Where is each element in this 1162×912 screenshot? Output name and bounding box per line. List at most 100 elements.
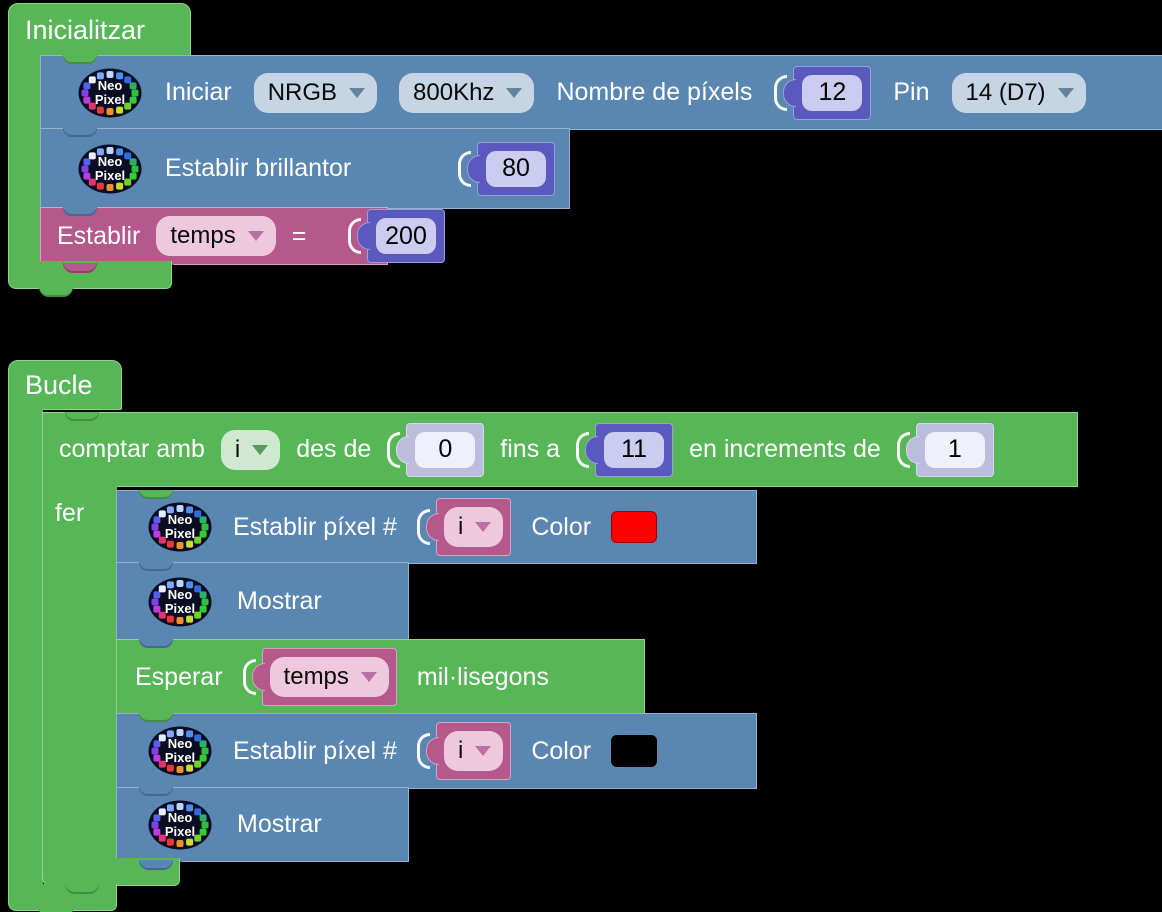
input-socket xyxy=(896,431,910,468)
equals-label: = xyxy=(291,221,307,250)
notch-cut xyxy=(139,787,173,796)
dropdown-variable-temps-wait-value: temps xyxy=(283,663,349,690)
block-inicialitzar-header[interactable]: Inicialitzar xyxy=(8,3,191,57)
block-esperar[interactable]: Esperar temps mil·lisegons xyxy=(116,639,645,715)
brightness-input: 80 xyxy=(458,141,555,196)
dropdown-variable-temps[interactable]: temps xyxy=(156,216,276,256)
block-bucle-header[interactable]: Bucle xyxy=(8,360,122,410)
variable-block-i[interactable]: i xyxy=(425,722,512,780)
input-socket xyxy=(458,150,471,187)
variable-block-temps[interactable]: temps xyxy=(251,648,397,706)
block-mostrar-1[interactable]: Neo Pixel Mostrar xyxy=(116,562,409,641)
mostrar-label: Mostrar xyxy=(237,810,322,838)
next-connector-bump xyxy=(39,287,73,297)
to-field[interactable]: 11 xyxy=(604,431,665,468)
svg-text:Neo: Neo xyxy=(98,78,123,93)
notch-cut xyxy=(139,490,173,499)
color-swatch-black[interactable] xyxy=(611,735,658,767)
dropdown-frequency[interactable]: 800Khz xyxy=(399,72,535,113)
svg-text:Neo: Neo xyxy=(98,154,123,169)
dropdown-variable-i[interactable]: i xyxy=(443,507,504,547)
input-socket xyxy=(774,74,788,111)
svg-text:Pixel: Pixel xyxy=(165,526,195,541)
chevron-down-icon xyxy=(475,746,492,756)
dropdown-pixel-type-value: NRGB xyxy=(267,78,338,106)
shadow-value-from[interactable]: 0 xyxy=(396,422,485,477)
tab-label-inicialitzar: Inicialitzar xyxy=(25,14,146,45)
esperar-label: Esperar xyxy=(135,662,223,691)
bucle-bottom-bar xyxy=(8,884,117,912)
neopixel-icon: Neo Pixel xyxy=(147,726,213,776)
stack-inicialitzar: Inicialitzar Neo Pixel Iniciar NRGB xyxy=(8,3,1162,303)
to-input: 11 xyxy=(576,422,674,477)
variable-block-i[interactable]: i xyxy=(425,498,512,556)
count-with-label: comptar amb xyxy=(59,435,205,463)
dropdown-loop-variable[interactable]: i xyxy=(220,429,281,470)
set-pixel-label: Establir píxel # xyxy=(233,736,397,765)
next-connector-bump xyxy=(39,909,73,912)
block-establir-variable[interactable]: Establir temps = xyxy=(40,207,388,273)
svg-text:Pixel: Pixel xyxy=(95,168,125,183)
svg-text:Pixel: Pixel xyxy=(165,750,195,765)
next-connector-bump xyxy=(65,884,99,894)
comptar-left-spine: fer xyxy=(42,485,117,858)
to-label: fins a xyxy=(500,435,561,463)
value-block-temps[interactable]: 200 xyxy=(357,209,445,263)
bucle-left-spine xyxy=(8,406,43,884)
value-block-brightness[interactable]: 80 xyxy=(467,141,555,196)
input-socket xyxy=(242,659,256,695)
dropdown-loop-variable-value: i xyxy=(234,435,241,463)
num-pixels-field[interactable]: 12 xyxy=(802,74,863,111)
dropdown-frequency-value: 800Khz xyxy=(413,78,495,106)
temps-value-field[interactable]: 200 xyxy=(376,218,436,254)
block-comptar-amb[interactable]: comptar amb i des de 0 fins a 11 xyxy=(42,412,1078,487)
chevron-down-icon xyxy=(247,231,264,241)
chevron-down-icon xyxy=(360,672,377,682)
inicialitzar-left-spine xyxy=(8,53,41,263)
pin-label: Pin xyxy=(893,78,930,106)
color-label: Color xyxy=(531,512,592,541)
wait-time-input: temps xyxy=(242,648,397,706)
block-neopixel-iniciar[interactable]: Neo Pixel Iniciar NRGB 800Khz Nombre de … xyxy=(40,55,1162,130)
svg-text:Neo: Neo xyxy=(168,810,193,825)
svg-text:Neo: Neo xyxy=(168,512,193,527)
neopixel-icon: Neo Pixel xyxy=(147,502,213,552)
input-socket xyxy=(387,431,401,468)
notch-cut xyxy=(139,639,173,648)
from-field[interactable]: 0 xyxy=(415,431,476,468)
input-socket xyxy=(348,218,361,254)
block-establir-brillantor[interactable]: Neo Pixel Establir brillantor 80 xyxy=(40,128,570,209)
notch-cut xyxy=(139,562,173,571)
set-var-input: 200 xyxy=(348,209,445,263)
by-input: 1 xyxy=(896,422,994,477)
dropdown-variable-i2[interactable]: i xyxy=(443,731,504,771)
block-establir-pixel-red[interactable]: Neo Pixel Establir píxel # i Color xyxy=(116,490,757,564)
pixel-index-input: i xyxy=(416,498,512,556)
notch-cut xyxy=(63,55,97,64)
by-field[interactable]: 1 xyxy=(924,431,985,468)
value-block-num-pixels[interactable]: 12 xyxy=(783,65,872,120)
dropdown-variable-i-value: i xyxy=(457,513,464,540)
notch-cut xyxy=(63,207,97,216)
dropdown-variable-temps-wait[interactable]: temps xyxy=(269,657,389,697)
brightness-field[interactable]: 80 xyxy=(486,150,546,187)
set-var-label: Establir xyxy=(57,221,141,250)
block-mostrar-2[interactable]: Neo Pixel Mostrar xyxy=(116,787,409,870)
input-socket xyxy=(416,509,430,545)
block-establir-pixel-black[interactable]: Neo Pixel Establir píxel # i Color xyxy=(116,713,757,789)
stack-bucle: Bucle comptar amb i des de 0 fins a xyxy=(8,360,1162,912)
by-label: en increments de xyxy=(689,435,881,463)
shadow-value-by[interactable]: 1 xyxy=(905,422,994,477)
set-pixel-label: Establir píxel # xyxy=(233,512,397,541)
dropdown-variable-temps-value: temps xyxy=(170,222,236,249)
neopixel-icon: Neo Pixel xyxy=(77,144,143,194)
input-socket xyxy=(416,733,430,769)
dropdown-pin[interactable]: 14 (D7) xyxy=(951,72,1086,113)
svg-text:Pixel: Pixel xyxy=(165,824,195,839)
value-block-to[interactable]: 11 xyxy=(585,422,674,477)
tab-label-bucle: Bucle xyxy=(25,369,93,400)
neopixel-icon: Neo Pixel xyxy=(147,577,213,627)
color-swatch-red[interactable] xyxy=(611,511,658,543)
dropdown-pixel-type[interactable]: NRGB xyxy=(253,72,378,113)
dropdown-pin-value: 14 (D7) xyxy=(965,78,1046,106)
